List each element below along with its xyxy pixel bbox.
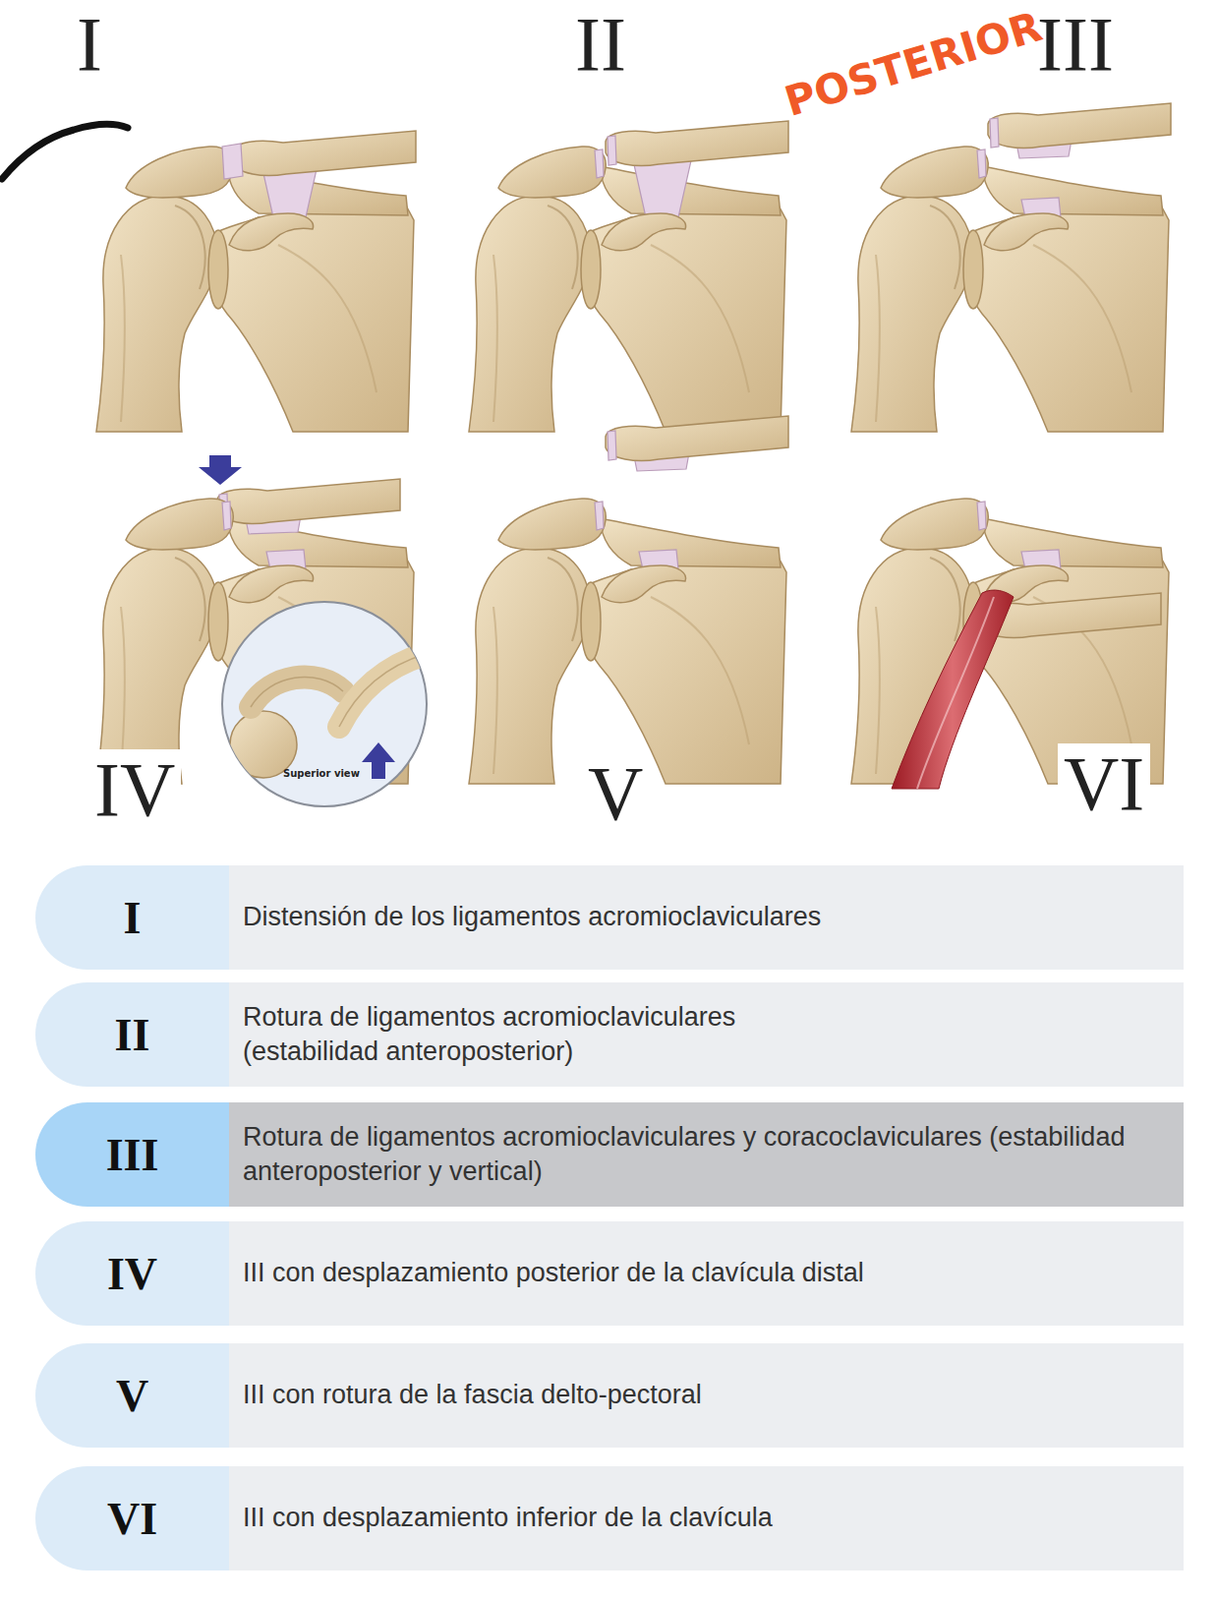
humerus [96, 195, 229, 432]
coracoid [601, 565, 687, 603]
panel-numeral: V [581, 753, 649, 834]
grade-v-shoulder [468, 415, 789, 784]
ac-ligament-torn [222, 501, 232, 530]
clavicle-superior [339, 653, 426, 727]
grade-numeral: V [115, 1369, 149, 1422]
classification-row: V III con rotura de la fascia delto-pecto… [35, 1342, 1184, 1448]
raised-clavicle [987, 103, 1171, 159]
acromion-superior [250, 676, 344, 707]
grade-iii-shoulder [851, 103, 1171, 432]
panel-numeral: IV [88, 749, 181, 830]
grade-description: Rotura de ligamentos acromioclaviculares… [242, 1119, 1128, 1189]
conjoined-tendon [891, 589, 1014, 789]
coracoid [229, 213, 314, 251]
grade-i-shoulder [96, 130, 416, 432]
posterior-clavicle [217, 478, 401, 534]
description-cell: III con rotura de la fascia delto-pector… [229, 1342, 1184, 1448]
grade-cell: V [35, 1342, 230, 1448]
clavicle-edge [339, 653, 426, 727]
scapula [582, 518, 787, 784]
clavicle [605, 415, 789, 462]
acromion-edge [250, 676, 344, 707]
scapula [210, 166, 414, 432]
description-cell: III con desplazamiento inferior de la cl… [229, 1465, 1184, 1570]
acromion [498, 498, 606, 550]
classification-row: I Distensión de los ligamentos acromiocla… [35, 865, 1184, 970]
ac-ligament-torn [977, 501, 986, 530]
grade-numeral: I [123, 891, 142, 944]
humerus [468, 547, 601, 784]
grade-cell: IV [35, 1220, 230, 1326]
ac-ligament-torn [989, 117, 999, 148]
direction-arrow [361, 742, 396, 779]
grade-numeral: VI [107, 1492, 158, 1545]
grade-description: III con rotura de la fascia delto-pector… [242, 1377, 702, 1412]
panel-numeral: III [1037, 5, 1114, 83]
classification-row: II Rotura de ligamentos acromioclavicular… [35, 982, 1184, 1087]
humeral-head [230, 710, 297, 778]
acromion [880, 146, 988, 198]
panel-numeral: VI [1057, 743, 1151, 824]
grade-cell: I [35, 865, 230, 970]
ac-ligament-torn [594, 149, 604, 178]
ac-ligament-torn [607, 430, 617, 461]
grade-cell: II [35, 982, 230, 1087]
hand-drawn-line [1, 123, 128, 179]
grade-cell: VI [35, 1465, 230, 1570]
panel-numeral: II [575, 5, 627, 83]
grade-description: Distensión de los ligamentos acromioclav… [242, 899, 821, 934]
superior-view-inset [230, 653, 426, 779]
clavicle [232, 130, 416, 176]
inset-circle [222, 601, 427, 807]
scapula [965, 166, 1169, 432]
coracoid [984, 213, 1069, 251]
ac-ligament-torn [607, 135, 617, 166]
grade-description: III con desplazamiento inferior de la cl… [242, 1500, 773, 1535]
clavicle [217, 478, 401, 524]
grade-ii-shoulder [468, 120, 789, 432]
handwritten-note: POSTERIOR [780, 5, 1047, 123]
ac-ligament [222, 143, 243, 179]
raised-clavicle [605, 415, 789, 471]
humerus [851, 195, 984, 432]
description-cell: Distensión de los ligamentos acromioclav… [229, 865, 1184, 970]
clavicle [987, 103, 1171, 149]
scapula [582, 166, 787, 432]
coracoid [229, 565, 314, 603]
ac-ligament-torn [594, 501, 604, 530]
tendon-fibre [917, 596, 994, 789]
inset-caption: Superior view [283, 768, 360, 779]
clavicle [605, 120, 789, 167]
direction-arrow [198, 455, 242, 485]
raised-clavicle [605, 120, 789, 167]
humerus [96, 547, 229, 784]
acromion [498, 146, 606, 198]
ac-ligament-torn [977, 149, 986, 178]
classification-row: VI III con desplazamiento inferior de la … [35, 1465, 1184, 1570]
description-cell: Rotura de ligamentos acromioclaviculares… [229, 982, 1184, 1087]
classification-row: III Rotura de ligamentos acromioclavicula… [35, 1101, 1184, 1207]
description-cell: III con desplazamiento posterior de la c… [229, 1220, 1184, 1326]
acromion [125, 498, 233, 550]
grade-numeral: III [106, 1128, 160, 1181]
grade-description: III con desplazamiento posterior de la c… [242, 1255, 865, 1290]
description-cell: Rotura de ligamentos acromioclaviculares… [229, 1101, 1184, 1207]
grade-numeral: II [115, 1008, 151, 1061]
acromion [880, 498, 988, 550]
grade-cell: III [35, 1101, 230, 1207]
acromion [125, 146, 233, 198]
coracoid [601, 213, 687, 251]
panel-numeral: I [76, 5, 103, 83]
classification-row: IV III con desplazamiento posterior de la… [35, 1220, 1184, 1326]
humerus [468, 195, 601, 432]
grade-numeral: IV [107, 1247, 158, 1300]
grade-description: Rotura de ligamentos acromioclaviculares… [242, 999, 853, 1069]
